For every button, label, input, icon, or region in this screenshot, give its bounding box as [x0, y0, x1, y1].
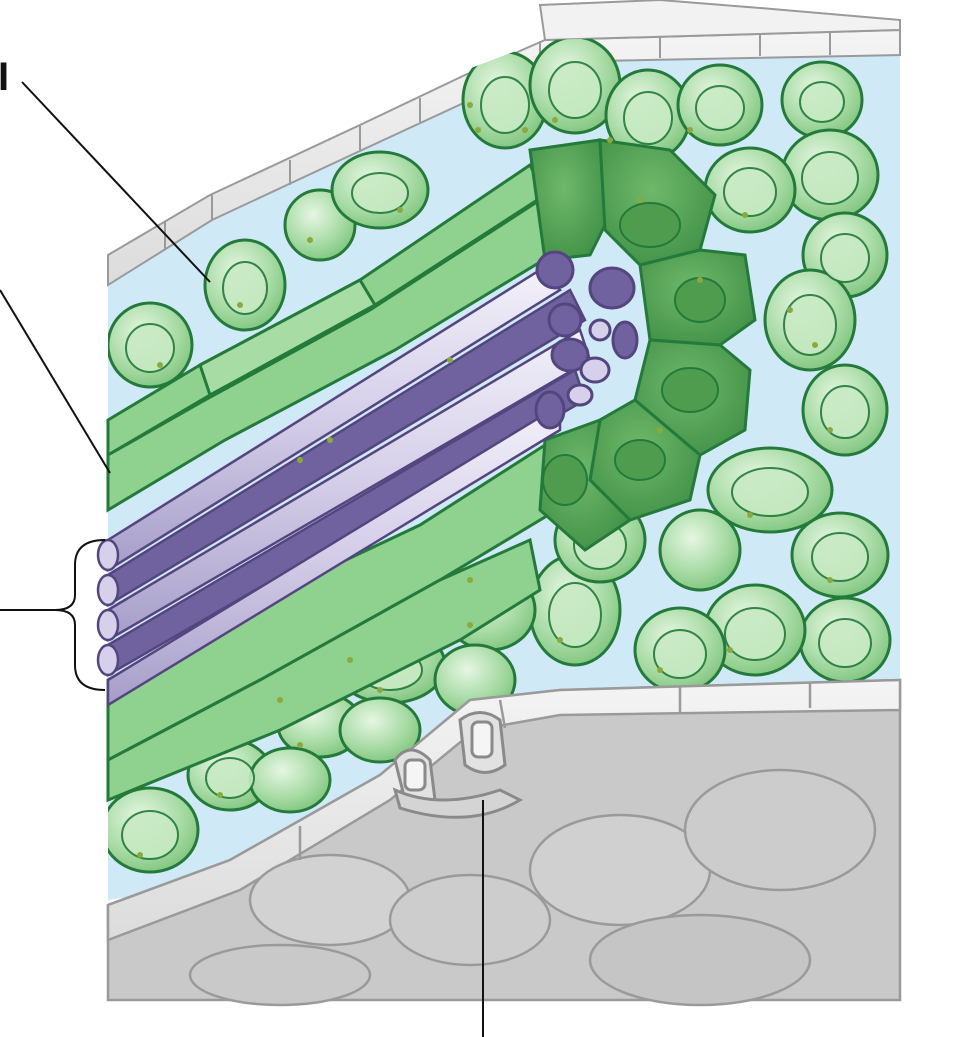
- label-top-left: I: [0, 55, 9, 99]
- mesophyll-cells: [108, 35, 892, 874]
- lower-epidermis: [106, 678, 902, 1007]
- xylem-cross-sections: [534, 250, 639, 430]
- bundle-sheath-nuclei: [542, 202, 726, 506]
- leader-lines: [0, 81, 484, 1037]
- vascular-bundle: [96, 268, 592, 708]
- leader-line-left: [0, 289, 111, 474]
- vein-brace: [54, 539, 106, 691]
- stoma-guard-cells: [392, 711, 524, 819]
- leader-line-top: [21, 81, 211, 283]
- chloroplasts: [137, 102, 833, 858]
